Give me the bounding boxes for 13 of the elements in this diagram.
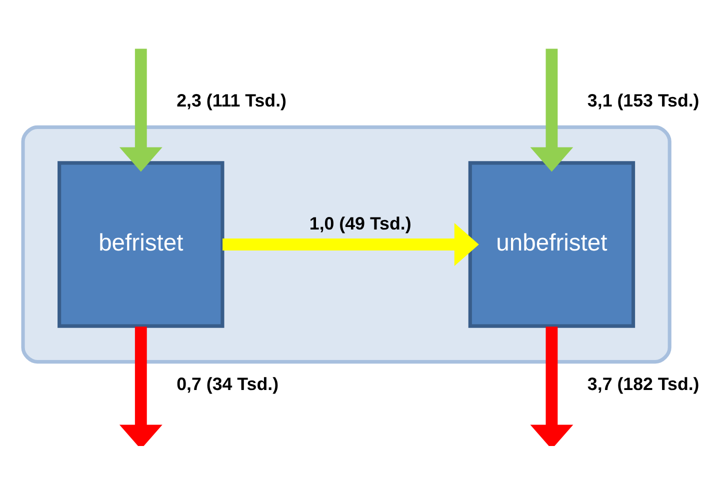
edge-label: 1,0 (49 Tsd.): [309, 214, 412, 234]
arrow: [530, 48, 574, 172]
edge-label: 0,7 (34 Tsd.): [176, 374, 279, 394]
arrow: [119, 326, 162, 446]
arrow: [530, 326, 574, 446]
arrow: [119, 48, 162, 172]
node-box: befristet: [58, 161, 224, 328]
edge-label: 3,7 (182 Tsd.): [587, 374, 700, 394]
edge-label: 2,3 (111 Tsd.): [176, 90, 286, 110]
edge-label: 3,1 (153 Tsd.): [587, 90, 700, 110]
node-box: unbefristet: [468, 161, 636, 328]
cluster: [21, 125, 672, 364]
arrow: [222, 223, 479, 266]
